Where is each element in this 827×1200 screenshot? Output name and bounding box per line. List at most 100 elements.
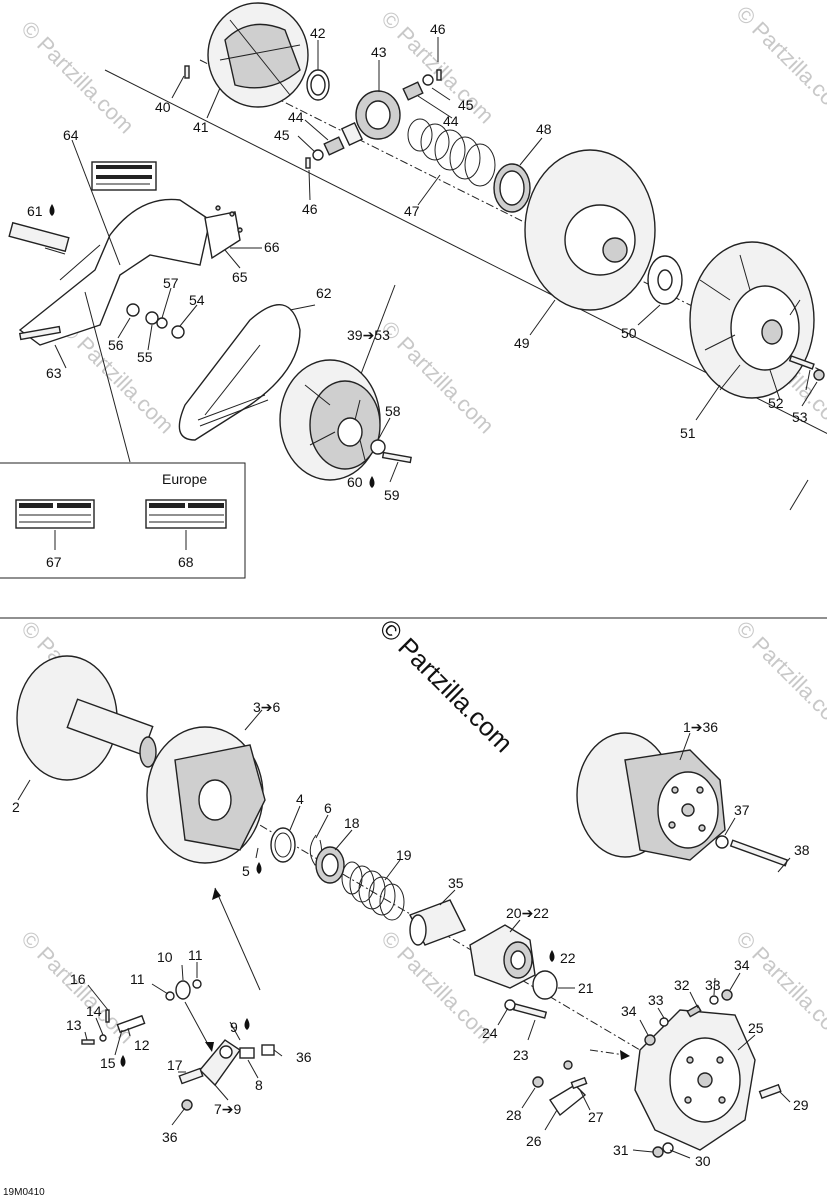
label-11: 11 (130, 971, 145, 987)
roller-10 (175, 980, 191, 1000)
screw-28 (532, 1076, 544, 1088)
oil-drop-icon (244, 1018, 250, 1030)
label-32: 32 (674, 977, 690, 993)
label-59: 59 (384, 487, 400, 503)
label-68: 68 (178, 554, 194, 570)
drive-pulley-1-36 (576, 732, 726, 861)
label-5: 5 (242, 863, 250, 879)
label-35: 35 (448, 875, 464, 891)
label-46: 46 (430, 21, 446, 37)
label-43: 43 (371, 44, 387, 60)
label-36: 36 (162, 1129, 178, 1145)
screw-27 (570, 1076, 588, 1090)
washer-45b (312, 149, 324, 161)
label-51: 51 (680, 425, 696, 441)
washer-37 (715, 835, 729, 849)
oil-drop-icon (256, 862, 262, 874)
washer-45 (422, 74, 434, 86)
belt-guard-63 (18, 198, 211, 346)
leader-lines-bottom (17, 709, 791, 1159)
label-29: 29 (793, 1097, 809, 1113)
watermark: © Partzilla.com (731, 1, 827, 124)
label-54: 54 (189, 292, 205, 308)
label-19: 19 (396, 847, 412, 863)
label-45: 45 (458, 97, 474, 113)
label-44: 44 (443, 113, 459, 129)
label-33: 33 (648, 992, 664, 1008)
watermark: © Partzilla.com (56, 316, 179, 439)
oil-drop-icon (549, 950, 555, 962)
screw-46 (436, 69, 442, 81)
watermark-main: © Partzilla.com (374, 613, 519, 758)
warning-label-64 (91, 161, 157, 191)
label-41: 41 (193, 119, 209, 135)
spacer-44b (323, 136, 345, 156)
movable-sheave-3-6 (146, 726, 266, 864)
spring-47 (407, 118, 496, 187)
spider-20-22 (469, 924, 536, 989)
label-34: 34 (621, 1003, 637, 1019)
inset-frame (0, 462, 246, 579)
label-40: 40 (155, 99, 171, 115)
label-8: 8 (255, 1077, 263, 1093)
label-57: 57 (163, 275, 179, 291)
bracket-65 (204, 211, 241, 260)
washer-33b (659, 1017, 669, 1027)
label-31: 31 (613, 1142, 629, 1158)
screw-13 (81, 1039, 95, 1045)
label-6: 6 (324, 800, 332, 816)
label-13: 13 (66, 1017, 82, 1033)
nut-31 (652, 1146, 664, 1158)
spring-32 (686, 1004, 702, 1018)
label-1-36: 1➔36 (683, 719, 718, 735)
screw-36 (261, 1044, 275, 1056)
sheave-51 (689, 241, 815, 401)
inset-region-label: Europe (162, 471, 207, 487)
watermark: © Partzilla.com (731, 616, 827, 739)
label-52: 52 (768, 395, 784, 411)
washer-14 (99, 1034, 107, 1042)
washer-56 (126, 303, 140, 317)
label-12: 12 (134, 1037, 150, 1053)
driven-pulley-39-53 (279, 359, 381, 481)
label-2: 2 (12, 799, 20, 815)
leader-lines-top (54, 37, 818, 483)
spring-19 (341, 861, 405, 921)
label-47: 47 (404, 203, 420, 219)
label-55: 55 (137, 349, 153, 365)
label-61: 61 (27, 203, 43, 219)
shaft-61 (8, 221, 70, 255)
label-26: 26 (526, 1133, 542, 1149)
axis-line (149, 759, 641, 1051)
part-labels-bottom: 2 3➔6 4 6 18 5 19 35 20➔22 22 21 24 23 1… (12, 699, 810, 1169)
cover-25 (634, 1009, 756, 1151)
label-20-22: 20➔22 (506, 905, 549, 921)
cam-41 (207, 2, 309, 108)
label-58: 58 (385, 403, 401, 419)
figure-code: 19M0410 (3, 1187, 45, 1198)
fixed-sheave-2 (16, 655, 157, 781)
label-34: 34 (734, 957, 750, 973)
label-49: 49 (514, 335, 530, 351)
assembly-arrow (214, 887, 261, 991)
label-22: 22 (560, 950, 576, 966)
label-7-9: 7➔9 (214, 1101, 242, 1117)
label-9: 9 (230, 1019, 238, 1035)
washer-33 (709, 995, 719, 1005)
label-53: 53 (792, 409, 808, 425)
label-16: 16 (70, 971, 86, 987)
screw-36b (181, 1099, 193, 1111)
label-24: 24 (482, 1025, 498, 1041)
nut-34b (644, 1034, 656, 1046)
warning-label-68 (145, 499, 227, 529)
oil-drop-icon (369, 476, 375, 488)
label-37: 37 (734, 802, 750, 818)
reference-line-end (789, 479, 809, 511)
nut-53 (813, 369, 825, 381)
washer-57 (156, 317, 168, 329)
bolt-23 (512, 1003, 548, 1019)
label-4: 4 (296, 791, 304, 807)
label-65: 65 (232, 269, 248, 285)
label-50: 50 (621, 325, 637, 341)
label-36: 36 (296, 1049, 312, 1065)
